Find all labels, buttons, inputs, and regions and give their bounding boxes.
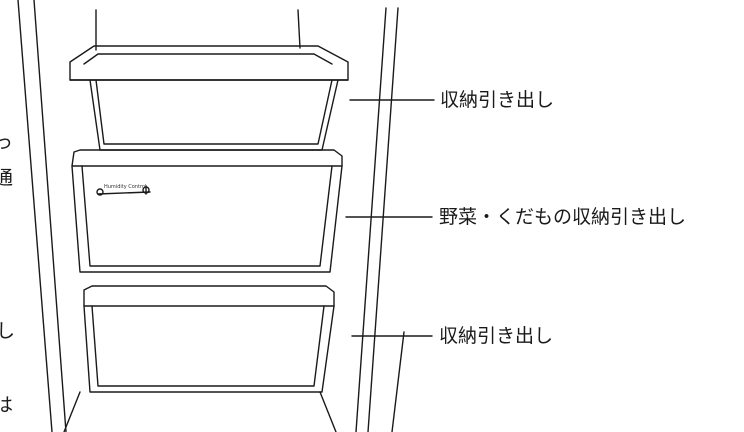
- cabinet-right-wall: [355, 7, 405, 432]
- bottom-drawer: [63, 285, 337, 432]
- callout-middle-drawer: 野菜・くだもの収納引き出し: [439, 206, 687, 228]
- middle-drawer: [71, 149, 343, 273]
- humidity-control-slider: [96, 185, 151, 196]
- cropped-text-char-2: 通: [0, 167, 14, 189]
- cabinet-left-wall: [17, 0, 67, 432]
- cropped-text-char-3: し: [0, 320, 16, 342]
- humidity-control-label: Humidity Control: [104, 184, 146, 190]
- cropped-text-char-1: っ: [0, 131, 14, 153]
- callout-bottom-drawer: 収納引き出し: [439, 325, 554, 347]
- callout-top-drawer: 収納引き出し: [440, 89, 555, 111]
- drawer-rail: [95, 9, 301, 51]
- cropped-text-char-4: は: [0, 394, 14, 416]
- top-drawer: [69, 45, 349, 151]
